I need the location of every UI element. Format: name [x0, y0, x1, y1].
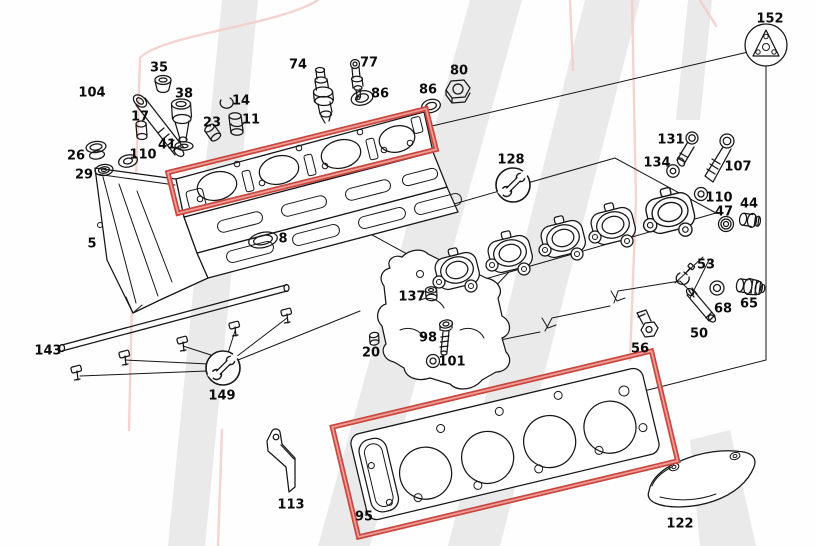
seal-8-drawing	[248, 231, 278, 249]
part-label-128-17[interactable]: 128	[497, 153, 524, 168]
line-152-to-head	[431, 51, 749, 127]
sleeve-17-drawing	[135, 120, 148, 141]
plug-80-drawing	[445, 79, 471, 104]
part-label-113-38[interactable]: 113	[277, 498, 304, 513]
ring-68-drawing	[709, 280, 725, 296]
wrench-symbol-128	[496, 168, 530, 202]
part-label-17-4[interactable]: 17	[131, 110, 149, 125]
highlight-box-cylinder-head-top	[166, 107, 438, 215]
part-152-drawing	[744, 23, 788, 67]
part-label-11-11[interactable]: 11	[242, 113, 260, 128]
snap-ring-14-drawing	[219, 97, 234, 109]
bolt-131-drawing	[676, 131, 699, 167]
pin-23-drawing	[204, 123, 222, 142]
part-label-50-27[interactable]: 50	[690, 327, 708, 342]
washer-110-left-drawing	[117, 154, 139, 168]
cylinder-head-drawing	[94, 111, 462, 314]
highlight-box-head-gasket	[331, 349, 679, 539]
highlight-boxes	[164, 105, 681, 541]
part-label-107-20[interactable]: 107	[724, 160, 751, 175]
part-label-101-31[interactable]: 101	[438, 355, 465, 370]
part-label-95-37[interactable]: 95	[355, 510, 373, 525]
cap-35-drawing	[154, 74, 172, 94]
part-label-38-3[interactable]: 38	[175, 87, 193, 102]
rod-143-drawing	[58, 283, 290, 353]
washer-41-drawing	[174, 141, 194, 151]
bolt-104-drawing	[132, 94, 185, 158]
part-label-26-6[interactable]: 26	[67, 149, 85, 164]
cap-137-drawing	[424, 286, 438, 302]
grommet-26-drawing	[85, 140, 107, 160]
bolt-98-drawing	[438, 319, 454, 356]
part-label-47-22[interactable]: 47	[715, 205, 733, 220]
part-label-5-35[interactable]: 5	[87, 237, 96, 252]
sensor-74-drawing	[312, 66, 335, 124]
part-label-74-12[interactable]: 74	[289, 58, 307, 73]
bushing-11-drawing	[228, 112, 244, 136]
part-label-134-19[interactable]: 134	[643, 156, 670, 171]
part-label-149-34[interactable]: 149	[208, 389, 235, 404]
part-label-86-14[interactable]: 86	[371, 87, 389, 102]
part-label-131-18[interactable]: 131	[657, 133, 684, 148]
clamp-53-drawing	[675, 262, 696, 286]
part-label-20-32[interactable]: 20	[362, 346, 380, 361]
part-label-152-0[interactable]: 152	[756, 12, 783, 27]
part-label-143-33[interactable]: 143	[34, 344, 61, 359]
part-label-137-29[interactable]: 137	[398, 290, 425, 305]
watermark-pink-line	[127, 0, 320, 432]
part-label-14-10[interactable]: 14	[232, 94, 250, 109]
nut-20-drawing	[368, 331, 380, 346]
part-label-80-16[interactable]: 80	[450, 64, 468, 79]
wrench-symbol-149	[206, 351, 240, 385]
part-label-104-1[interactable]: 104	[78, 86, 105, 101]
bolt-107-drawing	[704, 133, 735, 183]
part-label-23-9[interactable]: 23	[203, 116, 221, 131]
head-gasket-drawing	[350, 367, 660, 521]
part-label-77-13[interactable]: 77	[360, 56, 378, 71]
part-label-68-25[interactable]: 68	[714, 302, 732, 317]
part-label-44-23[interactable]: 44	[740, 197, 758, 212]
part-label-35-2[interactable]: 35	[150, 61, 168, 76]
cover-122-drawing	[647, 450, 756, 508]
sensor-77-drawing	[349, 58, 364, 101]
fitting-65-drawing	[735, 277, 766, 296]
washer-110-right-drawing	[693, 186, 709, 202]
part-label-110-21[interactable]: 110	[705, 191, 732, 206]
bracket-113-drawing	[266, 428, 296, 493]
part-label-29-7[interactable]: 29	[75, 168, 93, 183]
washer-101-drawing	[425, 353, 441, 369]
seal-47-drawing	[717, 215, 735, 233]
part-number-labels: 152 104 35 38 17 110 26 29 41 23 14 11 74 77 86 86 80 128…	[34, 12, 783, 532]
part-label-53-24[interactable]: 53	[697, 258, 715, 273]
part-label-8-36[interactable]: 8	[278, 232, 287, 247]
part-label-86-15[interactable]: 86	[419, 83, 437, 98]
part-label-110-5[interactable]: 110	[129, 148, 156, 163]
part-label-98-30[interactable]: 98	[419, 331, 437, 346]
washer-134-drawing	[666, 164, 680, 178]
plug-44-drawing	[738, 212, 762, 229]
part-label-122-39[interactable]: 122	[666, 517, 693, 532]
part-label-56-28[interactable]: 56	[631, 342, 649, 357]
part-label-41-8[interactable]: 41	[158, 138, 176, 153]
washer-29-drawing	[94, 163, 114, 177]
seal-ring-86-left-drawing	[350, 90, 374, 106]
stud-50-drawing	[685, 287, 717, 323]
part-label-65-26[interactable]: 65	[740, 297, 758, 312]
bolt-56-drawing	[636, 309, 659, 338]
